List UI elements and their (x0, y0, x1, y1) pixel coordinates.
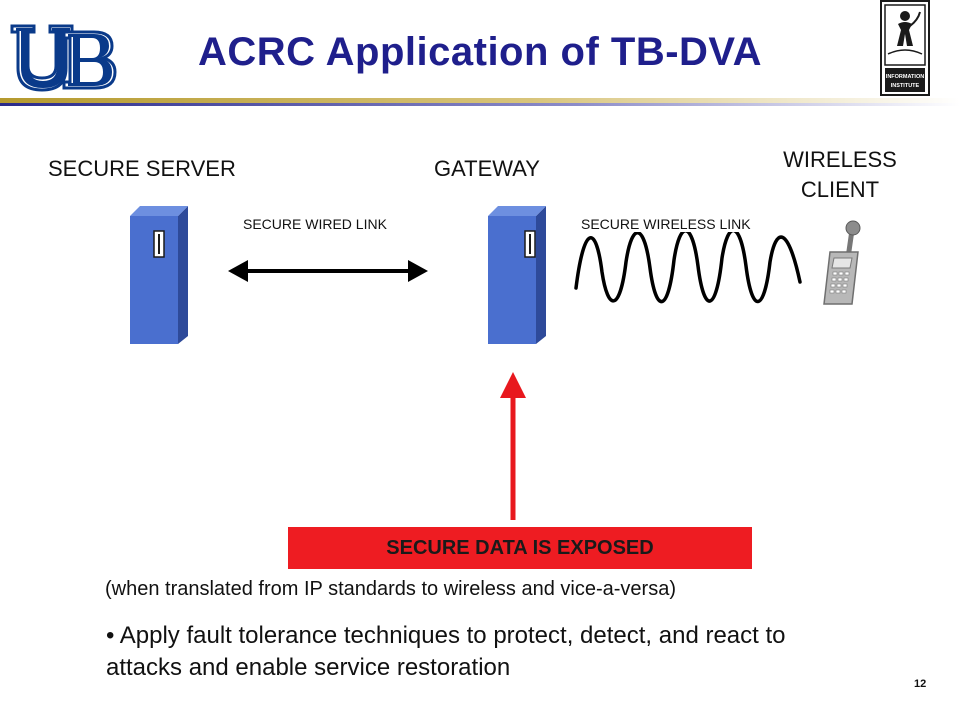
information-institute-logo: INFORMATION INSTITUTE (880, 0, 930, 96)
title-underline-blue (0, 103, 960, 106)
secure-server-label: SECURE SERVER (48, 156, 236, 181)
page-number: 12 (914, 678, 927, 690)
bullet-text: Apply fault tolerance techniques to prot… (106, 622, 786, 681)
wireless-client-label: WIRELESS CLIENT (760, 145, 920, 205)
wired-link-label: SECURE WIRED LINK (243, 216, 387, 232)
bullet-marker: • (106, 622, 115, 649)
bullet-point: • Apply fault tolerance techniques to pr… (106, 620, 866, 684)
wireless-wave-icon (574, 232, 802, 304)
wireless-client-label-line1: WIRELESS (783, 147, 897, 172)
gateway-label: GATEWAY (434, 156, 540, 181)
logo-text-information: INFORMATION (886, 74, 924, 80)
wireless-client-label-line2: CLIENT (800, 177, 880, 202)
ub-logo (10, 24, 117, 92)
translation-note: (when translated from IP standards to wi… (105, 578, 676, 600)
wireless-link-label: SECURE WIRELESS LINK (581, 216, 751, 232)
server-tower-icon (130, 206, 188, 344)
slide-title: ACRC Application of TB-DVA (197, 30, 763, 74)
gateway-tower-icon (488, 206, 546, 344)
exposure-up-arrow-icon (500, 372, 526, 520)
title-underline-gold (0, 98, 960, 103)
wired-link-arrow-icon (228, 260, 428, 282)
secure-data-exposed-banner: SECURE DATA IS EXPOSED (288, 527, 752, 569)
wireless-phone-icon (823, 220, 861, 305)
logo-text-institute: INSTITUTE (891, 83, 920, 89)
